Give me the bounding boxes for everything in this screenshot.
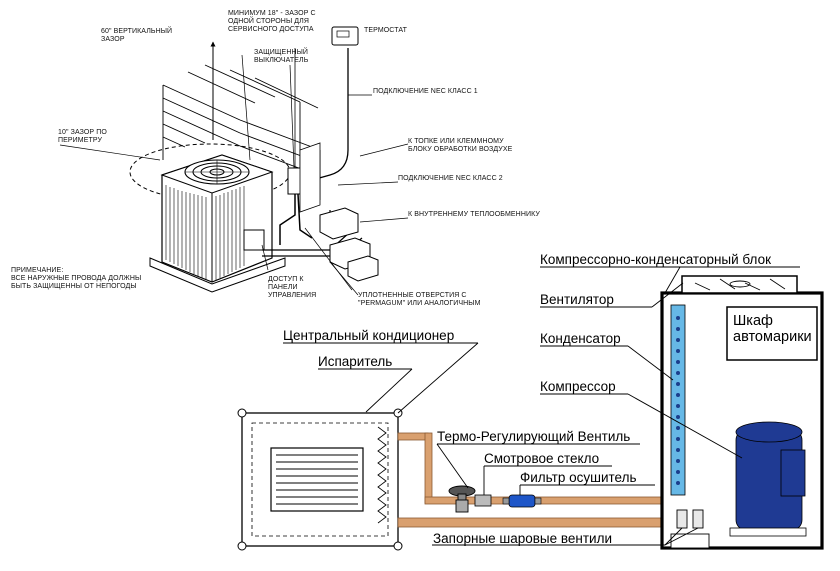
label-to-furnace: К ТОПКЕ ИЛИ КЛЕММНОМУ БЛОКУ ОБРАБОТКИ ВО…: [408, 138, 513, 153]
label-panel-access: ДОСТУП К ПАНЕЛИ УПРАВЛЕНИЯ: [268, 276, 317, 299]
condenser-tube: [676, 470, 680, 474]
evaporator-coil: [377, 426, 387, 524]
condenser-tube: [676, 415, 680, 419]
label-control-cabinet: Шкаф автомарики: [733, 313, 812, 345]
label-to-indoor-coil: К ВНУТРЕННЕМУ ТЕПЛООБМЕННИКУ: [408, 211, 540, 218]
condenser-tube: [676, 481, 680, 485]
condenser-tube: [676, 360, 680, 364]
condenser-tube: [676, 316, 680, 320]
label-condensing-unit: Компрессорно-конденсаторный блок: [540, 252, 771, 267]
label-filter-drier: Фильтр осушитель: [520, 470, 637, 485]
condenser-tube: [676, 349, 680, 353]
condensing-unit: [149, 154, 286, 293]
air-louver-grille: [270, 447, 364, 512]
condenser-tube: [676, 426, 680, 430]
top-leader-lines: [59, 54, 409, 296]
bottom-leader-lines: [283, 266, 800, 546]
evaporator-dashed-outline: [251, 422, 389, 537]
condenser-coil: [670, 304, 686, 496]
ball-valve-2: [692, 509, 704, 529]
ball-valve-1: [676, 509, 688, 529]
condenser-tube: [676, 327, 680, 331]
condenser-tube: [676, 404, 680, 408]
condenser-tube: [676, 448, 680, 452]
indoor-unit: [237, 408, 403, 551]
disconnect-switch: [279, 48, 313, 245]
condenser-tube: [676, 459, 680, 463]
condenser-tube: [676, 338, 680, 342]
expansion-valve: [448, 485, 476, 513]
fan-housing: [681, 275, 798, 294]
condenser-tubes: [676, 316, 680, 485]
label-perimeter-clearance: 10" ЗАЗОР ПО ПЕРИМЕТРУ: [58, 129, 107, 144]
label-min-clearance: МИНИМУМ 18" - ЗАЗОР С ОДНОЙ СТОРОНЫ ДЛЯ …: [228, 10, 316, 33]
filter-drier: [502, 494, 542, 508]
label-fan: Вентилятор: [540, 292, 614, 307]
compressor-dome: [735, 421, 803, 443]
label-ball-valves: Запорные шаровые вентили: [433, 531, 613, 546]
condenser-tube: [676, 437, 680, 441]
nec-class1-wire: [304, 48, 349, 183]
label-protected-switch: ЗАЩИЩЕННЫЙ ВЫКЛЮЧАТЕЛЬ: [254, 49, 309, 64]
label-weather-note: ПРИМЕЧАНИЕ: ВСЕ НАРУЖНЫЕ ПРОВОДА ДОЛЖНЫ …: [11, 267, 142, 290]
compressor: [729, 421, 807, 537]
sight-glass: [474, 494, 492, 507]
label-vertical-clearance: 60" ВЕРТИКАЛЬНЫЙ ЗАЗОР: [101, 28, 173, 43]
label-sealed-openings: УПЛОТНЕННЫЕ ОТВЕРСТИЯ С "PERMAGUM" ИЛИ А…: [358, 292, 481, 307]
label-thermostat: ТЕРМОСТАТ: [364, 27, 407, 34]
outdoor-unit-install-drawing: [59, 26, 409, 296]
compressor-terminal-box: [780, 449, 806, 497]
label-compressor: Компрессор: [540, 379, 616, 394]
control-cabinet: [726, 306, 818, 361]
valve-bracket: [670, 533, 710, 549]
liquid-line-segment: [397, 432, 429, 441]
condenser-tube: [676, 382, 680, 386]
label-expansion-valve: Термо-Регулирующий Вентиль: [437, 429, 631, 444]
wall-sleeves: [319, 207, 379, 282]
liquid-line-segment: [424, 432, 433, 504]
label-evaporator: Испаритель: [318, 354, 393, 369]
label-sight-glass: Смотровое стекло: [484, 451, 600, 466]
condenser-tube: [676, 393, 680, 397]
label-central-ac: Центральный кондиционер: [283, 328, 455, 343]
label-nec-class2: ПОДКЛЮЧЕНИЕ NEC КЛАСС 2: [398, 175, 503, 182]
label-nec-class1: ПОДКЛЮЧЕНИЕ NEC КЛАСС 1: [373, 88, 478, 95]
house-wall: [162, 64, 321, 200]
label-condenser: Конденсатор: [540, 331, 621, 346]
condenser-tube: [676, 371, 680, 375]
